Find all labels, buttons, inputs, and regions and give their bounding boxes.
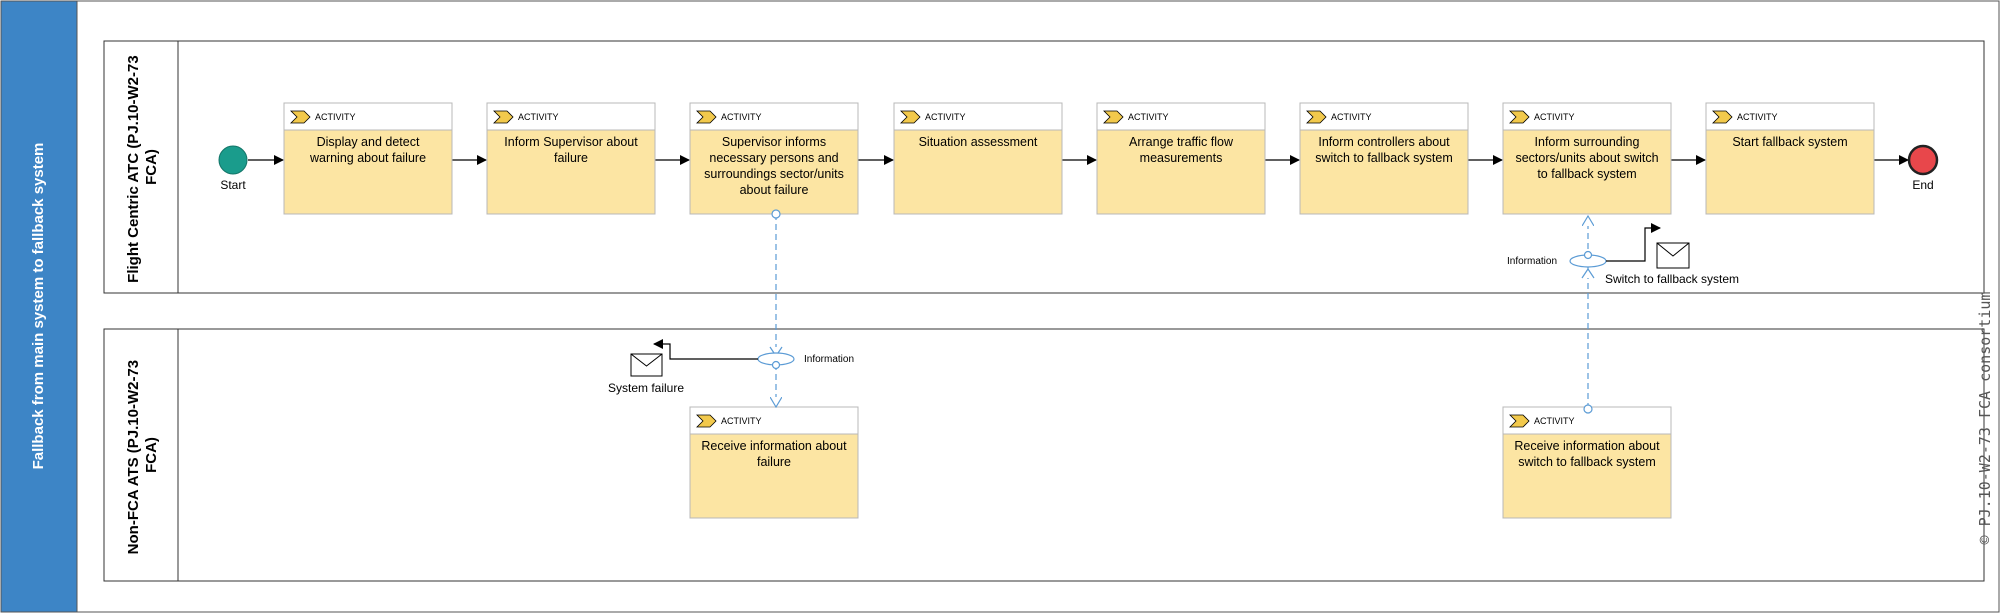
activity-label-line: failure [554,151,588,165]
lane-title-non-fca-line2: FCA) [143,437,160,473]
activity-label-line: switch to fallback system [1315,151,1453,165]
pool-header [0,0,78,613]
chevron-activity-icon [1509,110,1530,124]
activity-label-line: Inform surrounding [1535,135,1640,149]
activity-label-line: Arrange traffic flow [1129,135,1234,149]
activity-tag: ACTIVITY [315,112,356,122]
activity-header [689,102,859,131]
chevron-activity-icon [493,110,514,124]
activity-header [689,406,859,435]
information-label-2: Information [1507,256,1557,267]
system-failure-label: System failure [608,381,684,395]
activity-tag: ACTIVITY [721,416,762,426]
activity-tag: ACTIVITY [518,112,559,122]
chevron-activity-icon [696,414,717,428]
activity-header [283,102,453,131]
activity-header [1705,102,1875,131]
pool-title: Fallback from main system to fallback sy… [30,143,47,470]
activity-box[interactable]: ACTIVITY Inform surrounding sectors/units … [1502,102,1672,215]
activity-label-line: failure [757,455,791,469]
chevron-activity-icon [1712,110,1733,124]
start-event[interactable]: Start [218,145,248,192]
chevron-activity-icon [290,110,311,124]
activity-tag: ACTIVITY [925,112,966,122]
chevron-activity-icon [696,110,717,124]
activity-label-line: Situation assessment [919,135,1038,149]
activity-box[interactable]: ACTIVITY Situation assessment [893,102,1063,215]
chevron-activity-icon [1306,110,1327,124]
activity-label-line: switch to fallback system [1518,455,1656,469]
system-failure-connector [653,339,758,360]
activity-label-line: Receive information about [701,439,847,453]
activity-box[interactable]: ACTIVITY Display and detect warning about … [283,102,453,215]
information-attachment-2-dot [1583,250,1593,260]
message-flow-switch: Information Switch to fallback system [1507,216,1739,414]
activity-label-line: about failure [740,183,809,197]
activity-label-line: warning about failure [309,151,426,165]
activity-label-line: Start fallback system [1732,135,1847,149]
message-flow-switch-origin [1583,404,1593,414]
activity-label-line: Inform Supervisor about [504,135,638,149]
lane-title-flight-centric: Flight Centric ATC (PJ.10-W2-73 FCA) [125,51,160,283]
envelope-icon [630,353,663,377]
activity-label-line: sectors/units about switch [1515,151,1658,165]
activity-header [893,102,1063,131]
information-attachment-1-dot [771,360,781,370]
start-event-circle[interactable] [218,145,248,175]
activity-box[interactable]: ACTIVITY Start fallback system [1705,102,1875,215]
activity-tag: ACTIVITY [1534,112,1575,122]
lane-title-flight-centric-line1: Flight Centric ATC (PJ.10-W2-73 [125,55,142,283]
lane-title-non-fca-line1: Non-FCA ATS (PJ.10-W2-73 [125,360,142,554]
activity-tag: ACTIVITY [721,112,762,122]
activity-label-line: surroundings sector/units [704,167,844,181]
activity-box[interactable]: ACTIVITY Arrange traffic flow measurements [1096,102,1266,215]
activity-label-line: Supervisor informs [722,135,826,149]
activity-tag: ACTIVITY [1737,112,1778,122]
activity-label-line: to fallback system [1537,167,1636,181]
start-event-label: Start [220,178,246,192]
envelope-icon-2 [1656,242,1690,269]
lane-non-fca-ats: Non-FCA ATS (PJ.10-W2-73 FCA) [103,328,1985,582]
chevron-activity-icon [1509,414,1530,428]
switch-fallback-connector [1606,223,1661,262]
activity-header [1502,102,1672,131]
activity-box[interactable]: ACTIVITY Inform Supervisor about failure [486,102,656,215]
chevron-activity-icon [900,110,921,124]
activity-label-line: measurements [1140,151,1223,165]
activity-label-line: Display and detect [317,135,420,149]
activity-header [1299,102,1469,131]
end-event-circle[interactable] [1907,144,1939,176]
activity-header [486,102,656,131]
copyright-notice: © PJ.10-W2-73 FCA consortium [1976,292,1994,545]
information-label-1: Information [804,354,854,365]
message-flow-failure-origin [771,209,781,219]
activity-tag: ACTIVITY [1331,112,1372,122]
activity-tag: ACTIVITY [1128,112,1169,122]
message-flow-failure: Information System failure [608,209,854,407]
message-flow-switch-mid-arrow [1581,267,1595,279]
lane-title-non-fca: Non-FCA ATS (PJ.10-W2-73 FCA) [125,356,160,555]
activity-label-line: necessary persons and [709,151,838,165]
activity-header [1096,102,1266,131]
chevron-activity-icon [1103,110,1124,124]
switch-fallback-label: Switch to fallback system [1605,272,1739,286]
lane-title-flight-centric-line2: FCA) [143,149,160,185]
activity-box[interactable]: ACTIVITY Receive information about switch … [1502,406,1672,519]
activity-box[interactable]: ACTIVITY Receive information about failure [689,406,859,519]
end-event-label: End [1912,178,1933,192]
activity-label-line: Inform controllers about [1318,135,1450,149]
activity-tag: ACTIVITY [1534,416,1575,426]
activity-box[interactable]: ACTIVITY Inform controllers about switch t… [1299,102,1469,215]
activity-box[interactable]: ACTIVITY Supervisor informs necessary pers… [689,102,859,215]
end-event[interactable]: End [1907,144,1939,192]
activity-label-line: Receive information about [1514,439,1660,453]
